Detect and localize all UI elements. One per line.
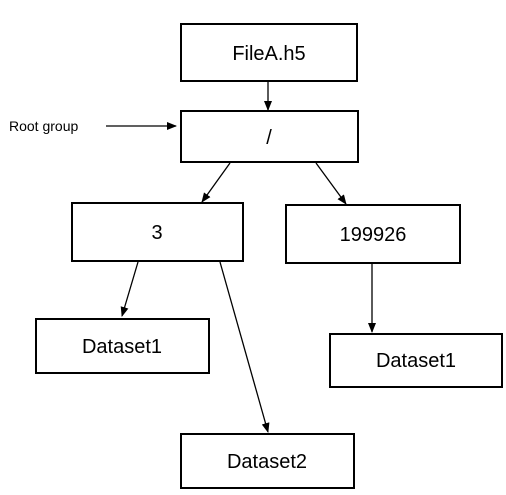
node-dataset1-left-label: Dataset1 bbox=[82, 336, 162, 358]
node-group-199926-label: 199926 bbox=[340, 224, 407, 246]
node-dataset1-right: Dataset1 bbox=[329, 333, 503, 388]
node-dataset1-right-label: Dataset1 bbox=[376, 350, 456, 372]
node-group-3: 3 bbox=[71, 202, 244, 262]
node-group-199926: 199926 bbox=[285, 204, 461, 264]
root-group-annotation: Root group bbox=[9, 118, 78, 134]
edge-root-to-group-3 bbox=[201, 162, 231, 203]
node-file: FileA.h5 bbox=[180, 23, 358, 82]
node-dataset2: Dataset2 bbox=[180, 433, 355, 489]
edge-root-to-group-199926 bbox=[315, 162, 347, 205]
edge-group-3-to-dataset1-left bbox=[120, 261, 139, 317]
edge-group-3-to-dataset2 bbox=[219, 261, 270, 433]
node-dataset1-left: Dataset1 bbox=[35, 318, 210, 374]
node-root-group: / bbox=[180, 110, 359, 163]
node-dataset2-label: Dataset2 bbox=[227, 451, 307, 473]
node-group-3-label: 3 bbox=[151, 222, 162, 244]
node-root-label: / bbox=[266, 127, 272, 149]
node-file-label: FileA.h5 bbox=[232, 43, 305, 65]
